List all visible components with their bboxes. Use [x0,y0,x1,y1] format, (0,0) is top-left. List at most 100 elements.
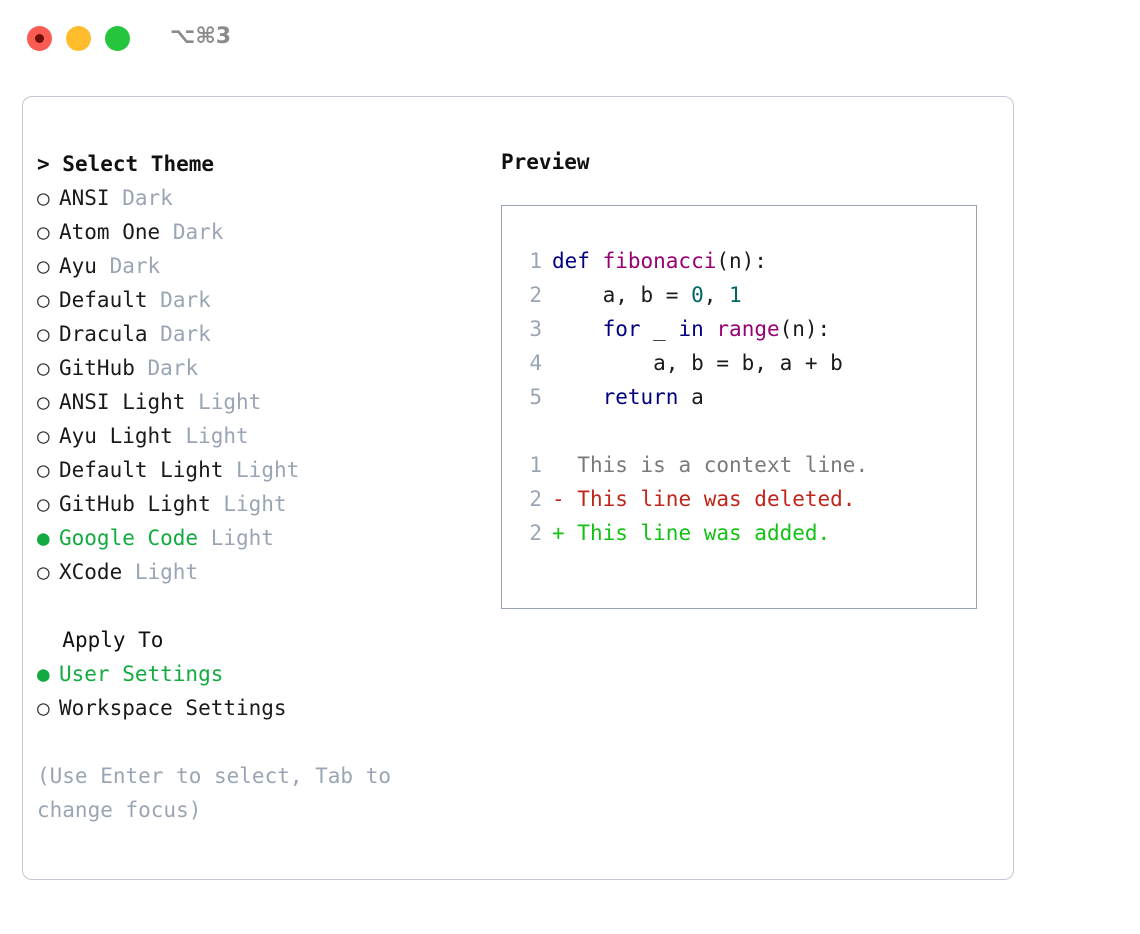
minimize-button[interactable] [66,26,91,51]
apply-option-user-settings[interactable]: ● User Settings [37,657,487,691]
theme-option-label: GitHub [59,356,135,380]
preview-gap [516,414,976,448]
code-token: _ [640,317,679,341]
code-line: 3 for _ in range(n): [516,312,976,346]
radio-icon-selected: ● [37,662,50,686]
code-token: (n): [716,249,767,273]
traffic-lights [27,26,130,51]
code-token: fibonacci [602,249,717,273]
keyboard-shortcut-label: ⌥⌘3 [170,24,232,49]
code-token: range [716,317,780,341]
line-number: 1 [529,453,542,477]
theme-option-dracula[interactable]: ○Dracula Dark [37,317,487,351]
theme-option-ansi[interactable]: ○ANSI Dark [37,181,487,215]
theme-option-default-light[interactable]: ○ Default Light Light [37,453,487,487]
left-column: > Select Theme ○ANSI Dark ○Atom One Dark… [37,147,487,827]
theme-option-suffix: Dark [122,186,173,210]
diff-text: This line was added. [577,521,831,545]
theme-option-label: Default [59,288,148,312]
theme-option-label: Ayu Light [59,424,173,448]
diff-line-context: 1 This is a context line. [516,448,976,482]
radio-icon: ○ [37,356,50,380]
diff-line-added: 2+ This line was added. [516,516,976,550]
code-token: (n): [779,317,831,341]
theme-option-suffix: Light [210,526,274,550]
theme-option-label: XCode [59,560,123,584]
theme-option-github-light[interactable]: ○GitHub Light Light [37,487,487,521]
theme-option-suffix: Light [236,458,300,482]
theme-option-xcode[interactable]: ○ XCode Light [37,555,487,589]
code-token [552,317,603,341]
diff-text: This is a context line. [577,453,869,477]
line-number: 4 [529,351,542,375]
theme-option-label: Dracula [59,322,148,346]
theme-option-ayu-light[interactable]: ○Ayu Light Light [37,419,487,453]
apply-to-heading: Apply To [37,623,487,657]
code-token: for [602,317,641,341]
code-token: a, b = [552,283,692,307]
theme-option-suffix: Dark [109,254,161,278]
select-theme-title: Select Theme [62,152,215,176]
theme-option-atom-one[interactable]: ○Atom One Dark [37,215,487,249]
theme-option-label: Default Light [59,458,224,482]
line-number: 2 [529,283,542,307]
theme-option-suffix: Dark [160,288,211,312]
line-number: 2 [529,487,542,511]
diff-marker [552,453,577,477]
code-line: 5 return a [516,380,976,414]
radio-icon: ○ [37,458,50,482]
code-token [704,317,717,341]
radio-icon: ○ [37,220,50,244]
apply-option-label: User Settings [59,662,224,686]
theme-picker-panel: > Select Theme ○ANSI Dark ○Atom One Dark… [22,96,1014,880]
keyboard-hint-text: (Use Enter to select, Tab to change focu… [37,764,392,822]
theme-option-suffix: Dark [147,356,199,380]
apply-option-workspace-settings[interactable]: ○ Workspace Settings [37,691,487,725]
diff-sample: 1 This is a context line. 2- This line w… [516,448,976,550]
maximize-button[interactable] [105,26,130,51]
theme-option-suffix: Light [198,390,262,414]
code-token: return [602,385,679,409]
theme-option-ansi-light[interactable]: ○ANSI Light Light [37,385,487,419]
select-theme-heading: > Select Theme [37,147,487,181]
select-theme-prefix: > [37,152,63,176]
code-token: 0 [691,283,704,307]
theme-option-suffix: Light [134,560,199,584]
code-token: 1 [729,283,742,307]
radio-icon-selected: ● [37,526,50,550]
theme-option-ayu[interactable]: ○ Ayu Dark [37,249,487,283]
line-number: 2 [529,521,542,545]
code-token [552,385,603,409]
radio-icon: ○ [37,390,50,414]
radio-icon: ○ [37,186,50,210]
line-number: 3 [529,317,542,341]
theme-option-list: ○ANSI Dark ○Atom One Dark ○Ayu Dark ○Def… [37,181,487,589]
preview-heading: Preview [501,150,590,174]
apply-option-label: Workspace Settings [59,696,287,720]
theme-option-github[interactable]: ○ GitHub Dark [37,351,487,385]
line-number: 5 [529,385,542,409]
theme-option-google-code[interactable]: ●Google Code Light [37,521,487,555]
code-token: a, b = b, a + b [552,351,843,375]
radio-icon: ○ [37,322,50,346]
radio-icon: ○ [37,696,50,720]
radio-icon: ○ [37,560,50,584]
apply-to-option-list: ● User Settings ○ Workspace Settings [37,657,487,725]
code-token: in [678,317,704,341]
code-line: 4 a, b = b, a + b [516,346,976,380]
theme-option-label: Ayu [59,254,97,278]
radio-icon: ○ [37,492,50,516]
line-number: 1 [529,249,542,273]
theme-option-default[interactable]: ○Default Dark [37,283,487,317]
theme-option-suffix: Light [223,492,287,516]
theme-option-suffix: Light [185,424,249,448]
apply-to-title: Apply To [62,628,164,652]
apply-to-prefix [37,628,62,652]
radio-icon: ○ [37,254,50,278]
close-button[interactable] [27,26,52,51]
